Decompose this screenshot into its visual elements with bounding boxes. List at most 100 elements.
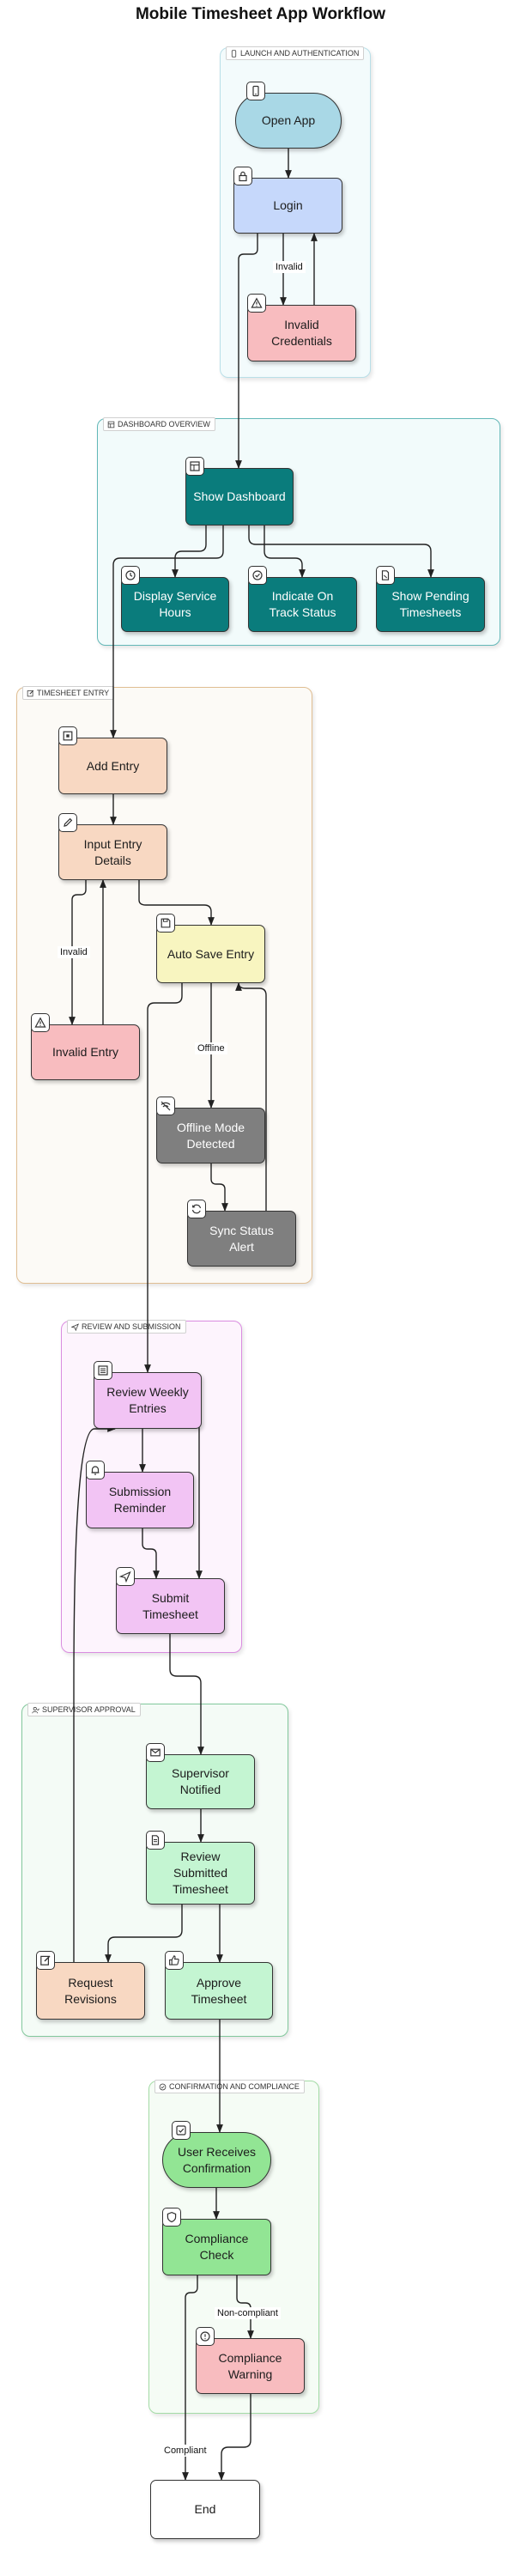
- node-auto-save-entry[interactable]: Auto Save Entry: [156, 914, 265, 983]
- node-label: Approve Timesheet: [191, 1975, 247, 2006]
- edge-label-offline: Offline: [195, 1042, 227, 1054]
- edge-compliance-warning: [236, 2275, 254, 2339]
- node-display-service-hours[interactable]: Display Service Hours: [121, 566, 229, 632]
- group-label-text: CONFIRMATION AND COMPLIANCE: [169, 2082, 300, 2091]
- node-login[interactable]: Login: [233, 167, 342, 234]
- edge-label-non-compliant: Non-compliant: [215, 2307, 281, 2319]
- group-label-confirmation: CONFIRMATION AND COMPLIANCE: [154, 2080, 305, 2093]
- send-icon: [116, 1567, 135, 1586]
- edge-dashboard-service-hours: [172, 526, 207, 578]
- edge-autosave-review: [144, 983, 183, 1373]
- node-label: Review Submitted Timesheet: [173, 1850, 228, 1896]
- diagram-title: Mobile Timesheet App Workflow: [135, 5, 385, 23]
- node-invalid-credentials[interactable]: Invalid Credentials: [247, 294, 356, 361]
- edge-sync-autosave: [235, 982, 267, 1211]
- check-circle-icon: [248, 566, 267, 585]
- node-label: End: [194, 2502, 216, 2517]
- node-review-weekly-entries[interactable]: Review Weekly Entries: [94, 1361, 202, 1429]
- user-check-icon: [32, 1706, 39, 1714]
- edge-review-request: [105, 1905, 183, 1963]
- wifi-off-icon: [156, 1097, 175, 1115]
- edge-reminder-submit: [142, 1528, 160, 1579]
- node-label: Submission Reminder: [108, 1485, 172, 1515]
- alert-circle-icon: [196, 2327, 215, 2346]
- bell-icon: [86, 1461, 105, 1479]
- node-compliance-check[interactable]: Compliance Check: [162, 2208, 271, 2275]
- node-submit-timesheet[interactable]: Submit Timesheet: [116, 1567, 225, 1634]
- edit-icon: [58, 813, 77, 832]
- edge-dashboard-pending: [248, 526, 434, 578]
- edge-compliance-end: [182, 2275, 198, 2481]
- node-supervisor-notified[interactable]: Supervisor Notified: [146, 1743, 255, 1809]
- group-label-approval: SUPERVISOR APPROVAL: [27, 1703, 141, 1716]
- node-add-entry[interactable]: Add Entry: [58, 726, 167, 794]
- save-icon: [156, 914, 175, 933]
- node-label: Invalid Credentials: [271, 318, 332, 348]
- node-sync-status-alert[interactable]: Sync Status Alert: [187, 1200, 296, 1267]
- group-label-text: TIMESHEET ENTRY: [37, 689, 110, 697]
- group-label-review: REVIEW AND SUBMISSION: [67, 1320, 186, 1334]
- node-invalid-entry[interactable]: Invalid Entry: [31, 1013, 140, 1080]
- node-label: Add Entry: [86, 758, 140, 773]
- dashboard-icon: [185, 457, 204, 476]
- file-icon: [376, 566, 395, 585]
- refresh-icon: [187, 1200, 206, 1218]
- group-label-text: SUPERVISOR APPROVAL: [42, 1705, 136, 1714]
- node-end[interactable]: End: [150, 2480, 260, 2539]
- node-request-revisions[interactable]: Request Revisions: [36, 1951, 145, 2020]
- node-label: Indicate On Track Status: [269, 589, 336, 619]
- node-label: Show Pending Timesheets: [391, 589, 470, 619]
- node-input-entry-details[interactable]: Input Entry Details: [58, 813, 167, 880]
- group-label-dashboard: DASHBOARD OVERVIEW: [103, 417, 215, 431]
- node-label: Compliance Warning: [218, 2350, 282, 2381]
- node-label: Compliance Check: [185, 2232, 249, 2262]
- check-square-icon: [172, 2121, 191, 2140]
- file-text-icon: [146, 1831, 165, 1850]
- node-label: Login: [273, 198, 303, 213]
- node-show-pending-timesheets[interactable]: Show Pending Timesheets: [376, 566, 485, 632]
- node-review-submitted-timesheet[interactable]: Review Submitted Timesheet: [146, 1831, 255, 1905]
- group-label-text: REVIEW AND SUBMISSION: [82, 1322, 181, 1331]
- warning-icon: [31, 1013, 50, 1032]
- thumbs-up-icon: [165, 1951, 184, 1970]
- node-label: Invalid Entry: [51, 1045, 119, 1060]
- edge-login-dashboard: [235, 234, 258, 469]
- node-indicate-on-track[interactable]: Indicate On Track Status: [248, 566, 357, 632]
- edge-label-invalid-login: Invalid: [273, 261, 306, 273]
- node-label: Sync Status Alert: [209, 1223, 274, 1254]
- node-offline-mode-detected[interactable]: Offline Mode Detected: [156, 1097, 265, 1163]
- list-icon: [94, 1361, 112, 1380]
- node-show-dashboard[interactable]: Show Dashboard: [185, 457, 294, 526]
- edge-label-compliant: Compliant: [161, 2445, 209, 2457]
- check-circle-icon: [159, 2083, 167, 2091]
- group-label-text: DASHBOARD OVERVIEW: [118, 420, 210, 428]
- smartphone-icon: [246, 82, 265, 100]
- node-label: Submit Timesheet: [142, 1590, 198, 1621]
- group-label-entry: TIMESHEET ENTRY: [22, 686, 115, 700]
- node-label: Open App: [261, 113, 316, 128]
- edge-offline-sync: [210, 1163, 228, 1212]
- edge-request-reviewweekly: [73, 1425, 116, 1962]
- node-compliance-warning[interactable]: Compliance Warning: [196, 2327, 305, 2394]
- clock-icon: [121, 566, 140, 585]
- warning-icon: [247, 294, 266, 313]
- node-user-receives-confirmation[interactable]: User Receives Confirmation: [162, 2121, 271, 2188]
- node-submission-reminder[interactable]: Submission Reminder: [86, 1461, 194, 1528]
- edge-input-invalid: [69, 880, 87, 1025]
- group-label-launch: LAUNCH AND AUTHENTICATION: [226, 46, 365, 60]
- edge-warning-end: [218, 2394, 251, 2481]
- node-label: User Receives Confirmation: [177, 2144, 257, 2175]
- edge-dashboard-on-track: [264, 526, 306, 578]
- node-label: Supervisor Notified: [172, 1766, 229, 1796]
- node-approve-timesheet[interactable]: Approve Timesheet: [165, 1951, 273, 2020]
- send-icon: [71, 1322, 79, 1331]
- node-label: Review Weekly Entries: [106, 1385, 189, 1415]
- smartphone-icon: [230, 49, 238, 58]
- node-label: Show Dashboard: [193, 489, 286, 504]
- edge-dashboard-addentry: [110, 526, 224, 738]
- edge-label-invalid-entry: Invalid: [58, 946, 90, 958]
- node-open-app[interactable]: Open App: [235, 82, 342, 149]
- node-label: Auto Save Entry: [167, 946, 255, 961]
